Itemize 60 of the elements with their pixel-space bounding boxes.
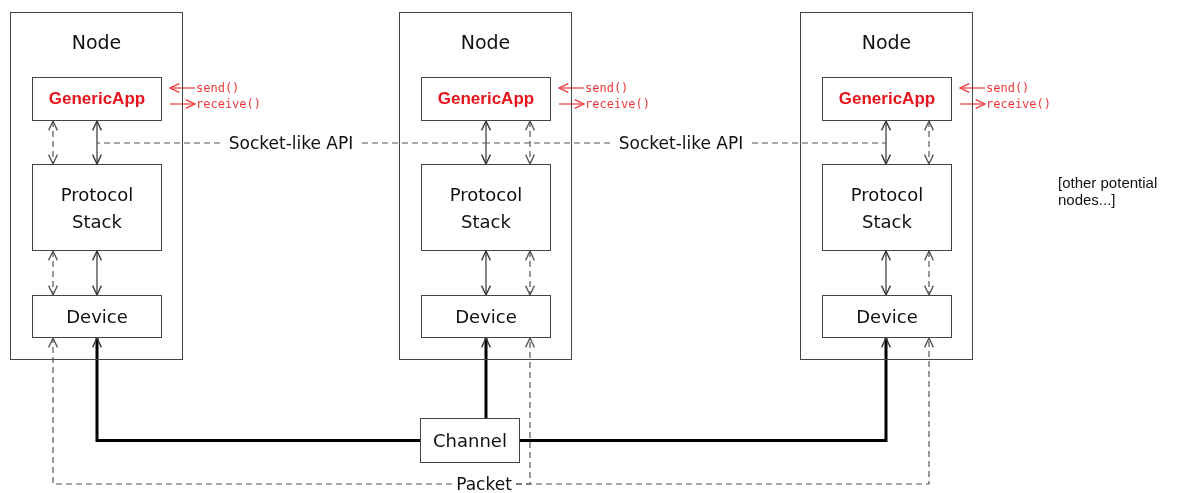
app-box [421,77,551,121]
app-name: GenericApp [437,89,535,109]
node-container [800,12,973,360]
arrow [91,337,420,442]
bidirectional-arrow [480,250,492,296]
bidirectional-arrow [480,120,492,165]
box-label: Device [856,305,918,329]
app-name: GenericApp [48,89,146,109]
function-label: send() [585,80,645,96]
arrow [169,98,196,110]
bidirectional-arrow [880,250,892,296]
arrow [558,82,585,94]
box-label: Device [66,305,128,329]
arrow [520,337,892,442]
arrow [558,98,585,110]
leader-line [751,142,887,144]
leader-line [361,142,487,144]
leader-line [96,142,221,144]
container-title: Node [70,31,123,53]
function-label: send() [986,80,1046,96]
app-box [822,77,952,121]
box-label: Channel [433,429,507,453]
bidirectional-arrow [923,120,935,165]
bidirectional-arrow [91,120,103,165]
process-box [822,295,952,338]
bidirectional-arrow [47,120,59,165]
function-label: receive() [986,96,1066,112]
bidirectional-arrow [524,120,536,165]
arrow [515,337,935,485]
bidirectional-arrow [524,250,536,296]
app-box [32,77,162,121]
process-box [32,164,162,251]
function-label: send() [196,80,256,96]
bidirectional-arrow [923,250,935,296]
node-container [10,12,183,360]
process-box [32,295,162,338]
function-label: receive() [196,96,276,112]
process-box [420,418,520,463]
bidirectional-arrow [91,250,103,296]
process-box [822,164,952,251]
box-label: Protocol Stack [59,182,135,234]
note-text: [other potential nodes...] [1058,174,1159,208]
arrow [959,82,986,94]
process-box [421,164,551,251]
node-container [399,12,572,360]
arrow [959,98,986,110]
arrow [47,337,453,485]
function-label: receive() [585,96,665,112]
process-box [421,295,551,338]
arrow [480,337,492,418]
arrow [169,82,196,94]
app-name: GenericApp [838,89,936,109]
bidirectional-arrow [47,250,59,296]
box-label: Protocol Stack [849,182,925,234]
box-label: Device [455,305,517,329]
container-title: Node [860,31,913,53]
box-label: Protocol Stack [448,182,524,234]
leader-line [485,142,611,144]
container-title: Node [459,31,512,53]
bidirectional-arrow [880,120,892,165]
